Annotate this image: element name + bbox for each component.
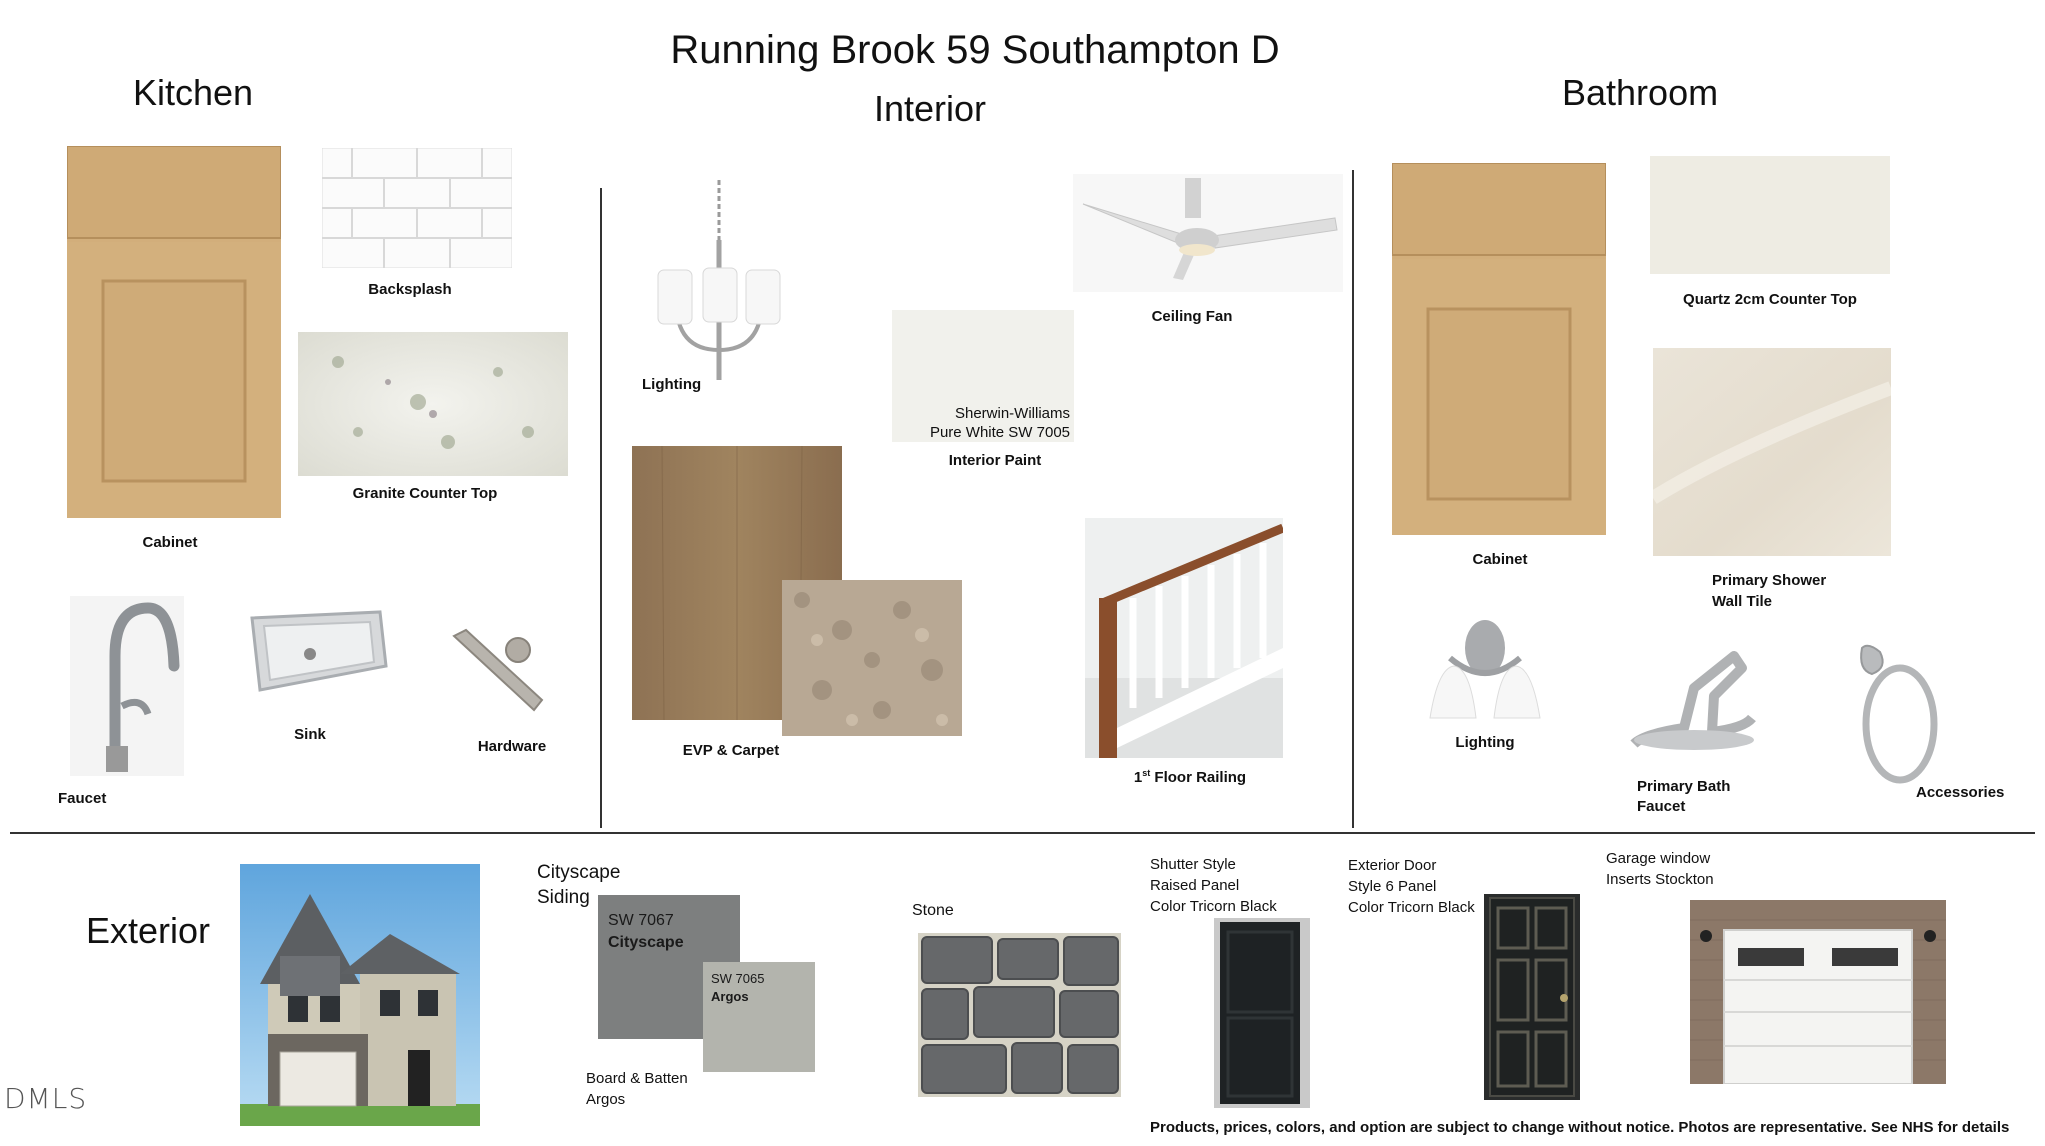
bath-faucet-label-line1: Primary Bath (1637, 778, 1731, 795)
kitchen-faucet-label: Faucet (58, 790, 107, 807)
interior-heading: Interior (873, 88, 987, 129)
accessories-label: Accessories (1916, 784, 2005, 801)
railing-label-text: Floor Railing (1150, 769, 1247, 786)
door-label-line3: Color Tricorn Black (1348, 899, 1475, 916)
siding-label-line1: Cityscape (537, 862, 621, 883)
divider-kitchen-interior (600, 188, 602, 828)
paint-color: Pure White SW 7005 (929, 424, 1070, 441)
railing-label-number: 1 (1133, 769, 1143, 786)
sink-label: Sink (294, 726, 326, 743)
hardware-label: Hardware (477, 738, 547, 755)
shower-tile-label-line2: Wall Tile (1712, 593, 1773, 610)
cityscape-swatch-name: Cityscape (608, 934, 684, 951)
kitchen-heading: Kitchen (133, 72, 254, 113)
interior-lighting-image (646, 180, 792, 390)
exterior-door-image (1484, 894, 1580, 1100)
shutter-image (1214, 918, 1310, 1108)
shutter-label-line3: Color Tricorn Black (1150, 898, 1277, 915)
batten-label: Board & Batten Argos (586, 1068, 688, 1110)
garage-label: Garage window Inserts Stockton (1606, 848, 1714, 890)
bath-faucet-image (1624, 648, 1764, 756)
kitchen-cabinet-label: Cabinet (142, 534, 198, 551)
shutter-label-line2: Raised Panel (1150, 877, 1240, 894)
bathroom-heading: Bathroom (1562, 72, 1719, 113)
granite-label: Granite Counter Top (352, 485, 498, 502)
shutter-label: Shutter Style Raised Panel Color Tricorn… (1150, 854, 1277, 917)
exterior-heading: Exterior (86, 910, 211, 951)
door-label-line1: Exterior Door (1348, 857, 1437, 874)
siding-label-line2: Siding (537, 887, 590, 908)
kitchen-cabinet-image (67, 146, 281, 518)
stone-image (918, 933, 1121, 1097)
flooring-label: EVP & Carpet (682, 742, 780, 759)
railing-label: 1st Floor Railing (1120, 768, 1260, 786)
shutter-label-line1: Shutter Style (1150, 856, 1236, 873)
divider-exterior (10, 832, 2035, 834)
railing-image (1085, 518, 1283, 758)
stone-label: Stone (912, 902, 954, 919)
granite-countertop-image (298, 332, 568, 476)
quartz-countertop-swatch (1650, 156, 1890, 274)
page-title: Running Brook 59 Southampton D (670, 28, 1280, 72)
interior-paint-label: Interior Paint (948, 452, 1042, 469)
interior-paint-swatch (892, 310, 1074, 442)
house-rendering-image (240, 864, 480, 1126)
shower-tile-image (1653, 348, 1891, 556)
argos-swatch-name: Argos (711, 989, 749, 1004)
bath-lighting-label: Lighting (1455, 734, 1515, 751)
disclaimer: Products, prices, colors, and option are… (1150, 1119, 2010, 1136)
cityscape-swatch-text: SW 7067 Cityscape (608, 910, 684, 954)
argos-swatch-text: SW 7065 Argos (711, 970, 764, 1006)
kitchen-faucet-image (70, 596, 184, 776)
argos-swatch-code: SW 7065 (711, 971, 765, 986)
bath-faucet-label-line2: Faucet (1637, 798, 1686, 815)
paint-brand: Sherwin-Williams (954, 405, 1070, 422)
door-label-line2: Style 6 Panel (1348, 878, 1437, 895)
bath-cabinet-image (1392, 163, 1606, 535)
mls-watermark: DMLS (4, 1082, 88, 1115)
towel-ring-image (1848, 640, 1948, 790)
garage-label-line1: Garage window (1606, 850, 1711, 867)
shower-tile-label: Primary Shower Wall Tile (1712, 570, 1852, 612)
cityscape-swatch-code: SW 7067 (608, 912, 674, 929)
garage-door-image (1690, 900, 1946, 1084)
backsplash-image (322, 148, 512, 268)
backsplash-label: Backsplash (368, 281, 452, 298)
interior-lighting-label: Lighting (642, 376, 702, 393)
railing-label-sup: st (1142, 768, 1151, 778)
paint-brand-text: Sherwin-Williams Pure White SW 7005 (890, 404, 1070, 442)
siding-label: Cityscape Siding (537, 860, 620, 910)
argos-swatch (703, 962, 815, 1072)
bath-cabinet-label: Cabinet (1472, 551, 1528, 568)
ceiling-fan-image (1073, 174, 1343, 292)
sink-image (242, 604, 390, 700)
ceiling-fan-label: Ceiling Fan (1151, 308, 1233, 325)
divider-interior-bathroom (1352, 170, 1354, 828)
batten-label-line2: Argos (586, 1091, 626, 1108)
bath-lighting-image (1420, 618, 1550, 726)
door-label: Exterior Door Style 6 Panel Color Tricor… (1348, 855, 1475, 918)
garage-label-line2: Inserts Stockton (1606, 871, 1714, 888)
shower-tile-label-line1: Primary Shower (1712, 572, 1827, 589)
batten-label-line1: Board & Batten (586, 1070, 688, 1087)
bath-faucet-label: Primary Bath Faucet (1637, 777, 1757, 817)
quartz-label: Quartz 2cm Counter Top (1683, 291, 1857, 308)
carpet-image (782, 580, 962, 736)
hardware-image (446, 620, 556, 720)
